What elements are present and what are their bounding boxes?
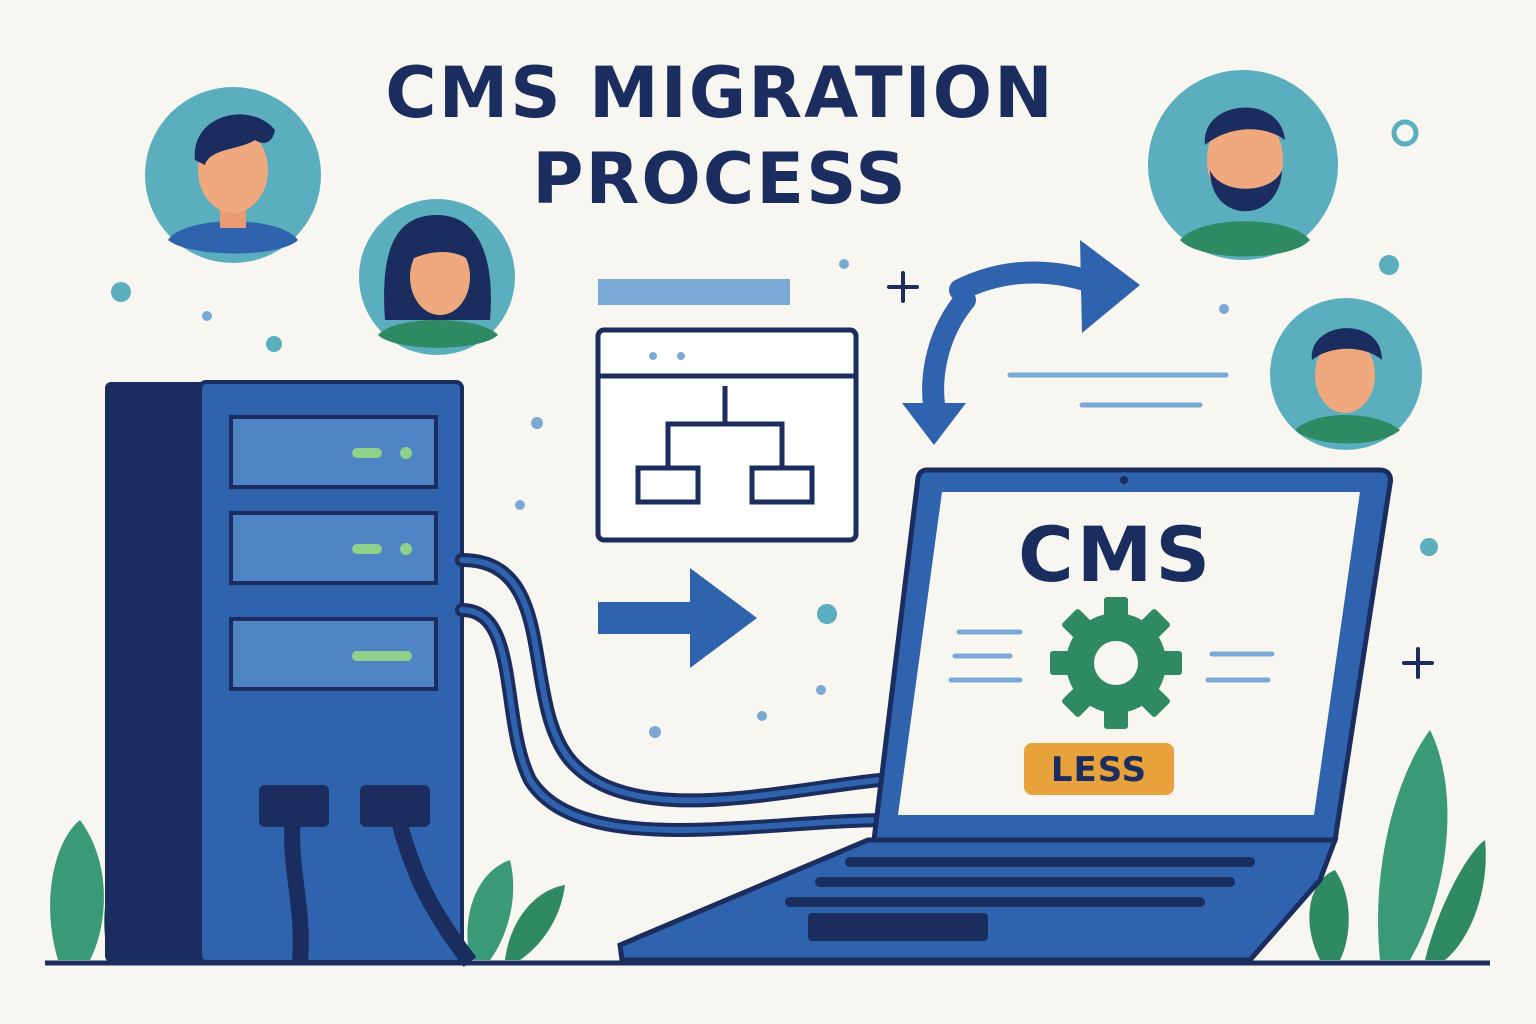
arrow-right-icon xyxy=(598,568,757,668)
speed-lines xyxy=(1007,372,1229,408)
plus-icon xyxy=(887,271,1434,679)
server-drive-bay xyxy=(229,511,438,585)
gear-icon xyxy=(1050,597,1182,729)
laptop-screen-heading: CMS xyxy=(1018,510,1214,599)
user-avatar-icon xyxy=(1270,298,1422,450)
circular-arrows-icon xyxy=(922,261,1111,416)
user-avatar-icon xyxy=(1148,70,1338,260)
server-drive-bay xyxy=(229,617,438,691)
circular-arrows-head xyxy=(1080,240,1140,333)
less-badge: LESS xyxy=(1024,743,1174,795)
laptop-icon xyxy=(617,467,1393,963)
user-avatar-icon xyxy=(359,199,515,355)
touchpad xyxy=(808,913,988,941)
circular-arrows-head xyxy=(902,403,966,445)
sitemap-icon xyxy=(595,327,859,543)
plant-icon-mid xyxy=(467,860,565,960)
user-avatar-icon xyxy=(145,87,321,263)
title-line-2: PROCESS xyxy=(532,138,908,220)
server-drive-bay xyxy=(229,415,438,489)
plant-icon-right xyxy=(1309,730,1486,960)
server-icon xyxy=(105,380,477,967)
title-line-1: CMS MIGRATION xyxy=(385,52,1055,134)
keyboard xyxy=(785,857,1255,907)
decorative-dots xyxy=(111,119,1438,738)
screen-text-lines xyxy=(948,629,1275,683)
sitemap-caption-bar xyxy=(598,279,790,305)
